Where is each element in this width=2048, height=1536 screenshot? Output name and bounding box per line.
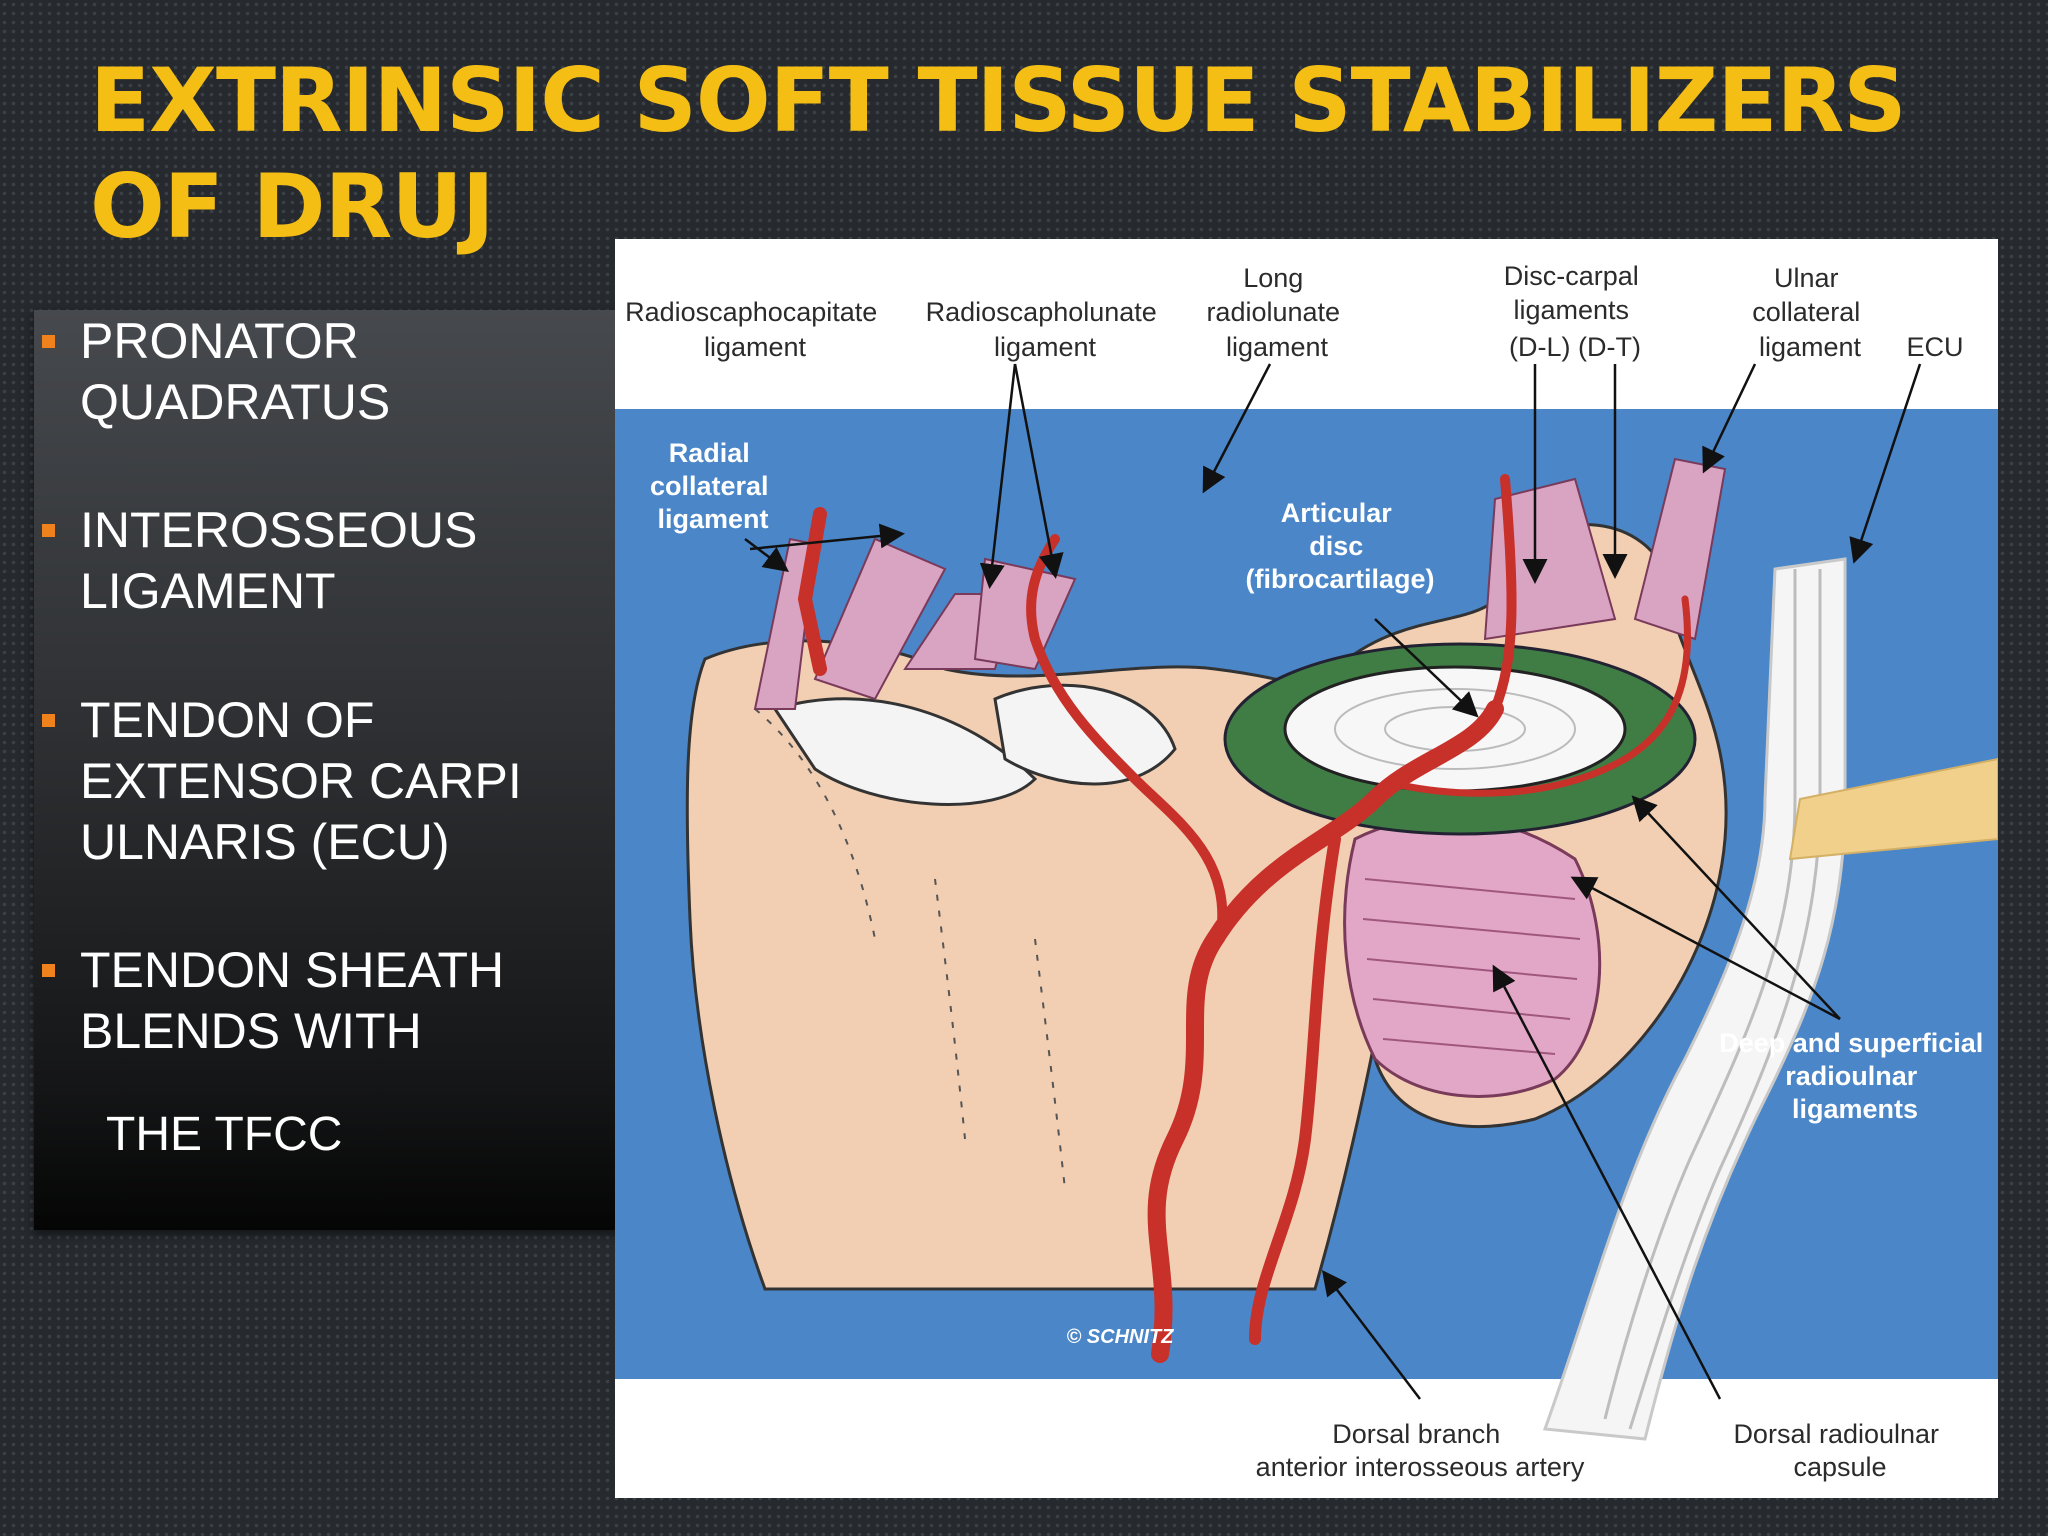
bullet-marker bbox=[42, 524, 55, 537]
label-dorsal-branch: Dorsal branch anterior interosseous arte… bbox=[1256, 1419, 1585, 1482]
ecu-tendon bbox=[1542, 557, 1847, 1441]
bullet-marker bbox=[42, 964, 55, 977]
tendon-band bbox=[1788, 757, 1998, 861]
dorsal-radioulnar-capsule bbox=[1343, 815, 1602, 1098]
label-radioscaphocapitate: Radioscaphocapitate ligament bbox=[625, 297, 885, 362]
bullet-marker bbox=[42, 714, 55, 727]
label-copyright: © SCHNITZ bbox=[1067, 1326, 1175, 1348]
bullet-panel bbox=[34, 310, 624, 1230]
label-radioscapholunate: Radioscapholunate ligament bbox=[926, 297, 1165, 362]
slide-title: EXTRINSIC SOFT TISSUE STABILIZERS OF DRU… bbox=[90, 49, 1907, 258]
label-ecu: ECU bbox=[1906, 332, 1963, 362]
anatomy-figure: Radioscaphocapitate ligament Radioscapho… bbox=[615, 239, 1998, 1498]
bullet-text: TENDON SHEATH BLENDS WITH bbox=[80, 942, 505, 1059]
bullet-text: PRONATOR QUADRATUS bbox=[80, 313, 391, 430]
label-long-radiolunate: Long radiolunate ligament bbox=[1206, 263, 1347, 362]
bullet-text: INTEROSSEOUS LIGAMENT bbox=[80, 502, 478, 619]
label-disc-carpal: Disc-carpal ligaments (D-L) (D-T) bbox=[1504, 261, 1647, 362]
label-dorsal-capsule: Dorsal radioulnar capsule bbox=[1733, 1419, 1946, 1482]
bullet-text: TENDON OF EXTENSOR CARPI ULNARIS (ECU) bbox=[80, 692, 522, 870]
bullet-marker bbox=[42, 335, 55, 348]
label-deep-superficial: Deep and superficial radioulnar ligament… bbox=[1719, 1028, 1991, 1124]
disc-carpal-ligaments bbox=[1483, 477, 1617, 641]
ulnar-collateral-ligament bbox=[1633, 457, 1727, 641]
radioscaphocapitate-ligament bbox=[813, 537, 947, 701]
label-ulnar-collateral: Ulnar collateral ligament bbox=[1752, 263, 1868, 362]
druj-illustration: Radioscaphocapitate ligament Radioscapho… bbox=[615, 261, 1998, 1482]
label-articular-disc: Articular disc (fibrocartilage) bbox=[1245, 498, 1434, 594]
anterior-interosseous-artery bbox=[1147, 700, 1504, 1363]
label-radial-collateral: Radial collateral ligament bbox=[650, 438, 776, 534]
sub-bullet-text: THE TFCC bbox=[106, 1108, 343, 1161]
